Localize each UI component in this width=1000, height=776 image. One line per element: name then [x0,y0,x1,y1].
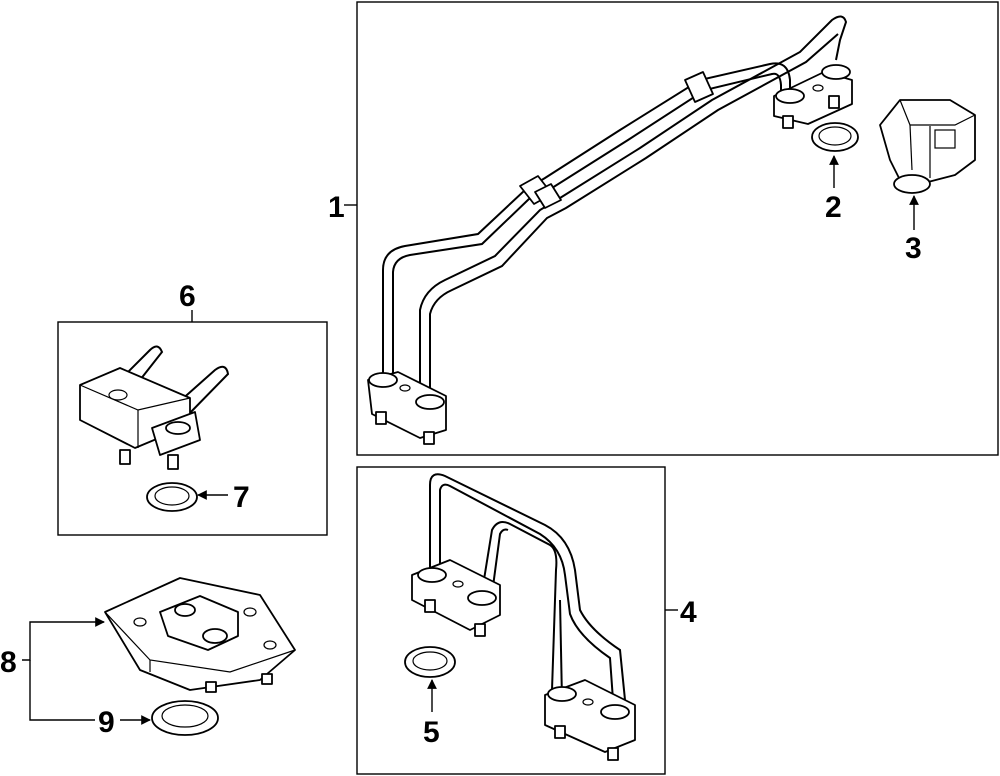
box-part-1 [356,1,999,456]
seal-ring-7 [146,482,198,512]
callout-7: 7 [233,481,250,514]
callout-4: 4 [680,596,697,629]
callout-3: 3 [905,232,922,265]
connector-3 [879,99,976,194]
cooler-tube-assembly-1 [367,15,853,445]
callout-1: 1 [328,191,345,224]
callout-9: 9 [98,706,115,739]
callout-6: 6 [179,280,196,313]
seal-ring-2 [811,122,859,152]
leader-8-branch [29,660,95,721]
connector-tube-6 [79,345,230,470]
seal-ring-5 [404,646,456,678]
adapter-plate-8 [104,577,296,693]
callout-2: 2 [825,191,842,224]
cooler-tube-4 [411,473,636,761]
leader-8 [22,617,105,661]
callout-8: 8 [0,646,17,679]
box-part-4 [356,466,666,775]
callout-5: 5 [423,716,440,749]
seal-ring-9 [151,700,219,736]
